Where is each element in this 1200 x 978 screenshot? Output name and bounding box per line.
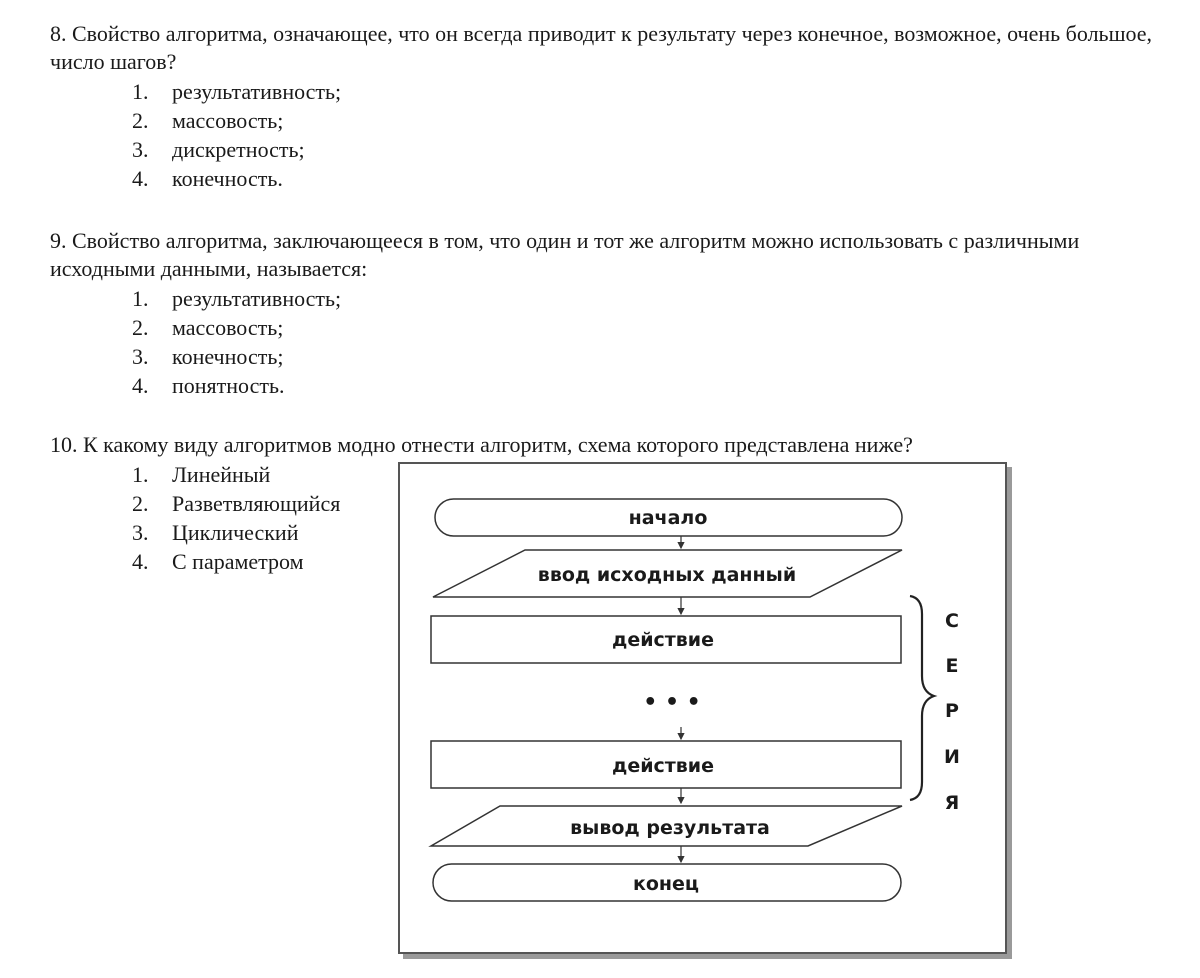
input-parallelogram <box>432 549 903 598</box>
answer-option: 4. С параметром <box>50 547 1170 576</box>
answer-options: 1. Линейный 2. Разветвляющийся 3. Циклическ… <box>50 460 1170 576</box>
option-number: 1. <box>132 79 149 104</box>
action-block-2 <box>430 740 902 789</box>
option-number: 3. <box>132 520 149 545</box>
answer-option: 1. результативность; <box>50 77 1170 106</box>
answer-option: 2. массовость; <box>50 313 1170 342</box>
ellipsis: • • • <box>643 690 701 715</box>
option-number: 4. <box>132 549 149 574</box>
option-text: массовость; <box>172 108 284 133</box>
answer-option: 2. массовость; <box>50 106 1170 135</box>
answer-option: 3. дискретность; <box>50 135 1170 164</box>
series-letter: И <box>944 746 960 768</box>
option-number: 2. <box>132 491 149 516</box>
option-number: 4. <box>132 373 149 398</box>
option-text: Линейный <box>172 462 271 487</box>
series-letter: Е <box>946 655 959 677</box>
output-parallelogram <box>428 805 903 847</box>
start-label: начало <box>629 507 708 529</box>
output-label: вывод результата <box>570 817 770 839</box>
action-block-1 <box>430 615 902 664</box>
series-letter: С <box>945 610 959 632</box>
start-terminator <box>434 498 903 537</box>
option-number: 1. <box>132 286 149 311</box>
answer-option: 4. конечность. <box>50 164 1170 193</box>
option-text: дискретность; <box>172 137 305 162</box>
series-letter: Я <box>945 792 960 814</box>
question-9: 9. Свойство алгоритма, заключающееся в т… <box>50 227 1170 400</box>
question-text: 9. Свойство алгоритма, заключающееся в т… <box>50 228 1080 281</box>
option-text: массовость; <box>172 315 284 340</box>
answer-option: 3. Циклический <box>50 518 1170 547</box>
option-number: 3. <box>132 137 149 162</box>
option-number: 2. <box>132 108 149 133</box>
answer-options: 1. результативность; 2. массовость; 3. коне… <box>50 284 1170 400</box>
end-label: конец <box>633 873 699 895</box>
option-text: понятность. <box>172 373 285 398</box>
input-label: ввод исходных данный <box>538 564 796 586</box>
answer-option: 3. конечность; <box>50 342 1170 371</box>
option-text: результативность; <box>172 286 342 311</box>
option-text: Циклический <box>172 520 299 545</box>
answer-option: 2. Разветвляющийся <box>50 489 1170 518</box>
question-text: 10. К какому виду алгоритмов модно отнес… <box>50 432 913 457</box>
option-number: 4. <box>132 166 149 191</box>
option-text: результативность; <box>172 79 342 104</box>
end-terminator <box>432 863 902 902</box>
flowchart-svg: начало ввод исходных данный действие • •… <box>428 498 960 902</box>
question-8: 8. Свойство алгоритма, означающее, что о… <box>50 20 1170 193</box>
question-10: 10. К какому виду алгоритмов модно отнес… <box>50 431 1170 576</box>
flowchart-diagram: начало ввод исходных данный действие • •… <box>398 462 1007 954</box>
answer-option: 4. понятность. <box>50 371 1170 400</box>
option-number: 1. <box>132 462 149 487</box>
question-text: 8. Свойство алгоритма, означающее, что о… <box>50 21 1153 74</box>
option-number: 3. <box>132 344 149 369</box>
option-number: 2. <box>132 315 149 340</box>
option-text: Разветвляющийся <box>172 491 341 516</box>
series-brace <box>909 594 938 802</box>
option-text: С параметром <box>172 549 304 574</box>
series-letter: Р <box>945 700 959 722</box>
option-text: конечность; <box>172 344 284 369</box>
option-text: конечность. <box>172 166 283 191</box>
answer-option: 1. Линейный <box>50 460 1170 489</box>
answer-option: 1. результативность; <box>50 284 1170 313</box>
action-2-label: действие <box>612 755 714 777</box>
action-1-label: действие <box>612 629 714 651</box>
answer-options: 1. результативность; 2. массовость; 3. диск… <box>50 77 1170 193</box>
